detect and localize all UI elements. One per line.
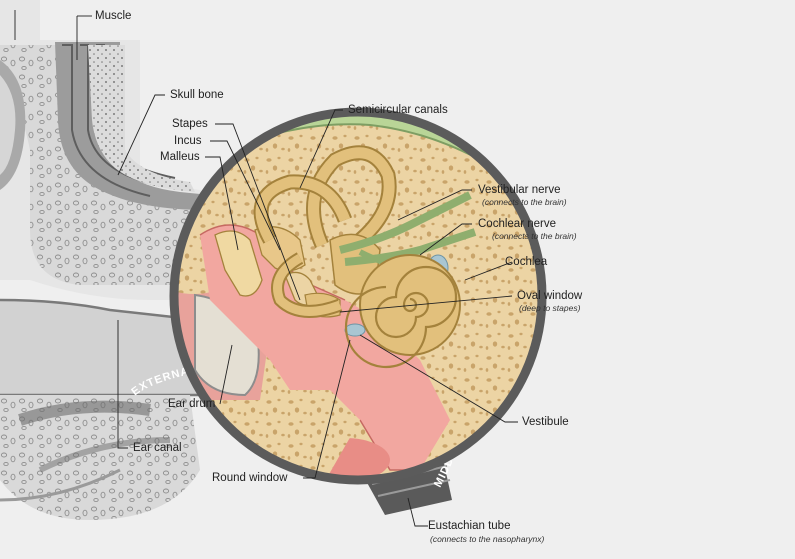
semicircular-canals-label: Semicircular canals xyxy=(348,104,448,116)
cochlea-label: Cochlea xyxy=(505,256,548,268)
cochlear-nerve-sublabel: (connects to the brain) xyxy=(492,231,577,241)
malleus-label: Malleus xyxy=(160,151,200,163)
vestibular-nerve-sublabel: (connects to the brain) xyxy=(482,197,567,207)
stapes-label: Stapes xyxy=(172,118,208,130)
round-window-label: Round window xyxy=(212,472,288,484)
oval-window-label: Oval window xyxy=(517,290,583,302)
eustachian-tube-label: Eustachian tube xyxy=(428,520,511,532)
ear-drum-label: Ear drum xyxy=(168,398,216,410)
cochlear-nerve-label: Cochlear nerve xyxy=(478,218,556,230)
ear-canal-label: Ear canal xyxy=(133,442,182,454)
vestibular-nerve-label: Vestibular nerve xyxy=(478,184,561,196)
muscle-label: Muscle xyxy=(95,10,132,22)
oval-window-sublabel: (deep to stapes) xyxy=(519,303,581,313)
magnified-inner-ear xyxy=(174,112,542,480)
eustachian-tube-sublabel: (connects to the nasopharynx) xyxy=(430,534,545,544)
incus-label: Incus xyxy=(174,135,202,147)
skull-bone-label: Skull bone xyxy=(170,89,224,101)
vestibule-label: Vestibule xyxy=(522,416,569,428)
